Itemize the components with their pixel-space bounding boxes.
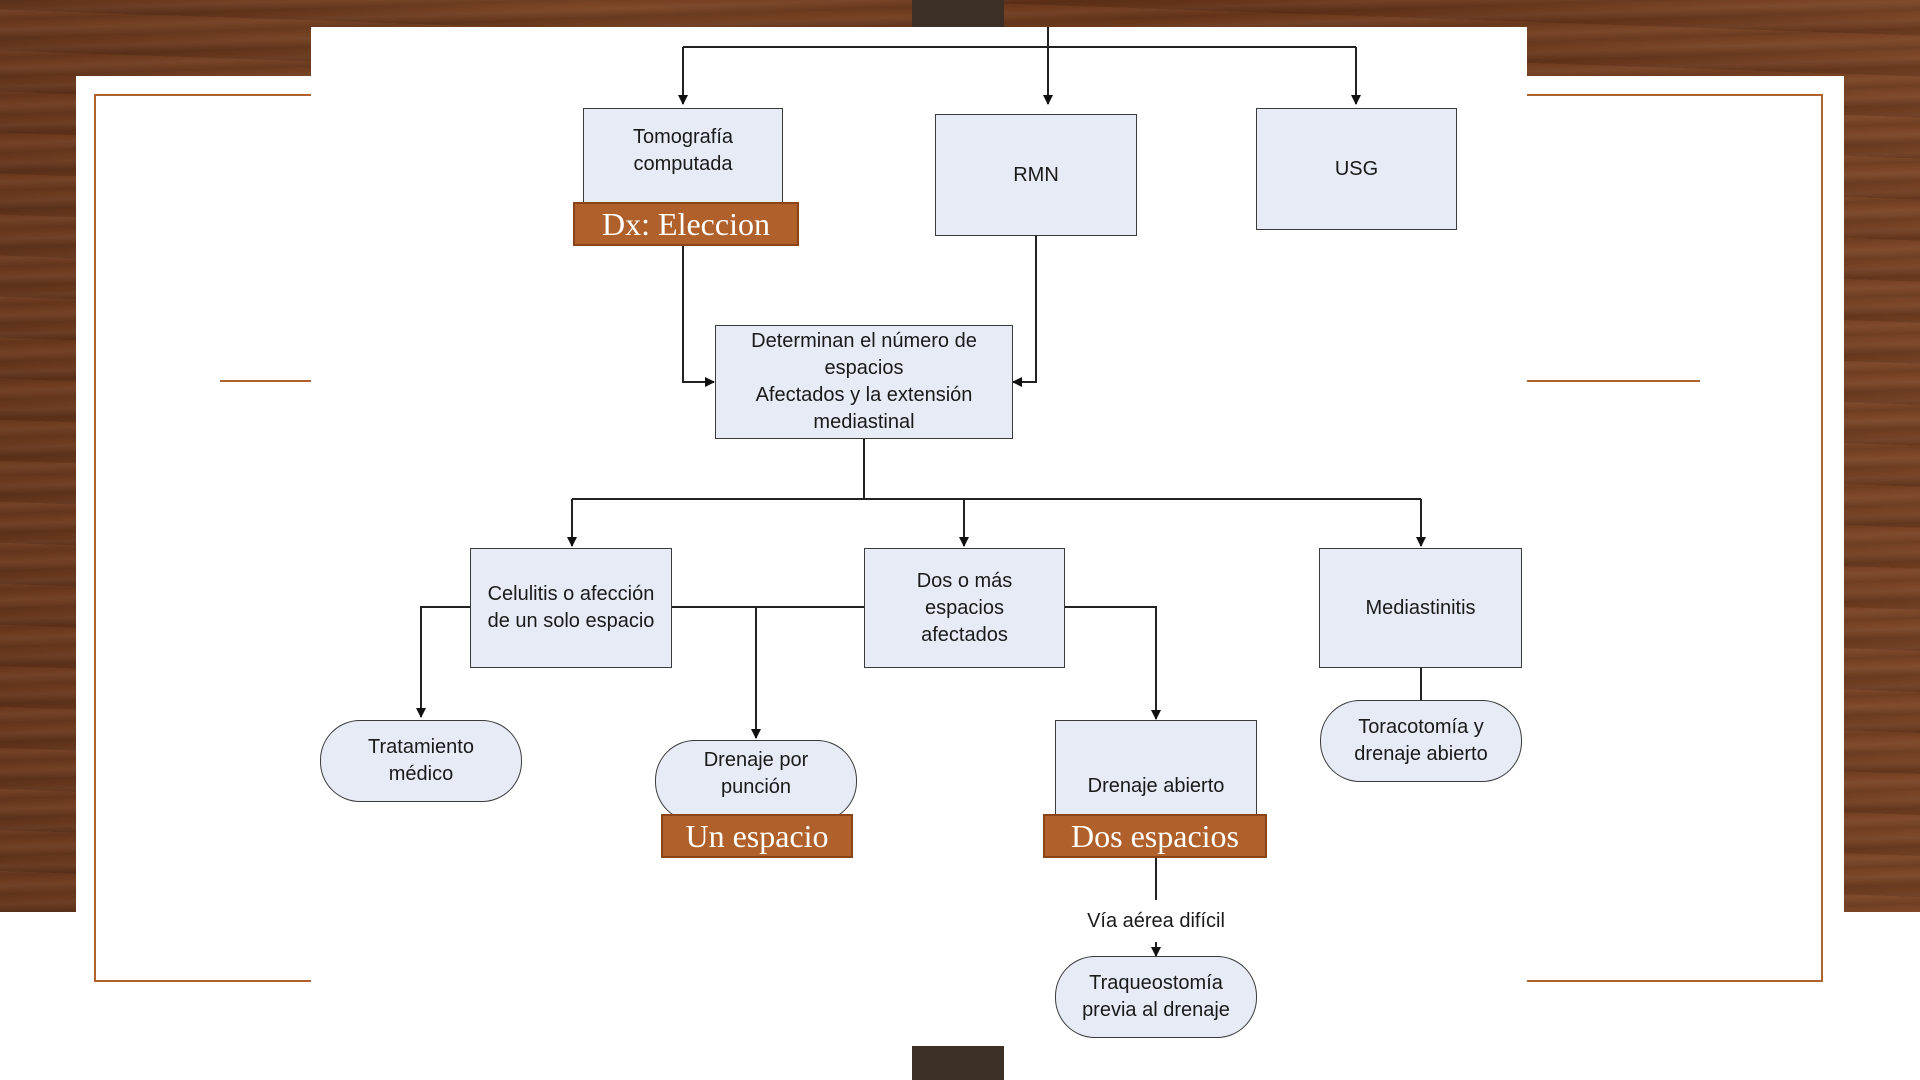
box-dos-o-mas: Dos o más espacios afectados <box>864 548 1065 668</box>
box-mediastinitis: Mediastinitis <box>1319 548 1522 668</box>
box-celulitis: Celulitis o afección de un solo espacio <box>470 548 672 668</box>
tag-dx-eleccion: Dx: Eleccion <box>573 202 799 246</box>
arrow-celulitis-to-tratamiento <box>416 606 471 718</box>
tag-dos-espacios: Dos espacios <box>1043 814 1267 858</box>
pill-traqueostomia: Traqueostomía previa al drenaje <box>1055 956 1257 1038</box>
arrow-rmn-to-determinan <box>1012 235 1037 387</box>
right-accent-line <box>1510 380 1700 382</box>
bottom-dark-tab <box>912 1046 1004 1080</box>
arrow-tomografia-to-determinan <box>682 243 715 387</box>
pill-tratamiento-medico: Tratamiento médico <box>320 720 522 802</box>
box-determinan: Determinan el número de espacios Afectad… <box>715 325 1013 439</box>
pill-toracotomia: Toracotomía y drenaje abierto <box>1320 700 1522 782</box>
box-usg: USG <box>1256 108 1457 230</box>
flowchart: Tomografía computada RMN USG Determinan … <box>311 27 1527 1080</box>
box-rmn: RMN <box>935 114 1137 236</box>
tag-un-espacio: Un espacio <box>661 814 853 858</box>
edge-label-via-aerea: Vía aérea difícil <box>1076 900 1236 942</box>
box-tomografia: Tomografía computada <box>583 108 783 213</box>
left-accent-line <box>220 380 330 382</box>
arrow-dos-to-drenaje-abierto <box>1064 606 1161 720</box>
pill-drenaje-puncion: Drenaje por punción <box>655 740 857 822</box>
top-dark-tab <box>912 0 1004 27</box>
flowchart-connectors <box>416 27 1426 957</box>
